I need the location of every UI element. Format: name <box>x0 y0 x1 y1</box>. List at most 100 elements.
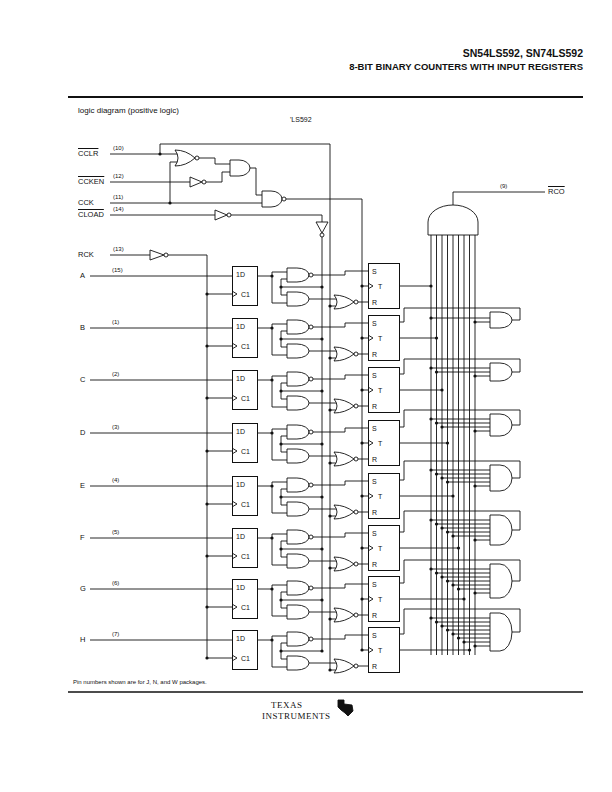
junction-dot <box>446 628 449 631</box>
junction-dot <box>435 370 438 373</box>
pin-label: T <box>378 596 382 603</box>
wire <box>309 612 338 613</box>
pin-label: C1 <box>241 395 250 402</box>
buffer <box>316 222 328 233</box>
wire <box>90 328 232 329</box>
wire <box>431 569 492 570</box>
junction-dot <box>360 648 363 651</box>
wire <box>448 630 493 631</box>
and-gate <box>287 632 309 646</box>
and-gate <box>490 414 512 436</box>
wire <box>258 276 272 277</box>
pin-label: C1 <box>241 291 250 298</box>
and-gate <box>490 363 512 381</box>
wire <box>313 375 368 379</box>
wire <box>207 658 232 659</box>
wire <box>400 548 459 549</box>
junction-dot <box>429 468 432 471</box>
junction-dot <box>320 442 323 445</box>
pin-label: T <box>378 545 382 552</box>
signal-name: CCLR <box>78 150 98 158</box>
junction-dot <box>279 285 282 288</box>
junction-dot <box>158 152 161 155</box>
pin-label: S <box>372 372 377 379</box>
wire <box>442 626 492 627</box>
wire <box>313 635 368 639</box>
pin-number: (13) <box>113 246 124 252</box>
pin-label: 1D <box>236 271 245 278</box>
and-gate <box>287 449 309 463</box>
pin-label: C1 <box>241 501 250 508</box>
pin-label: C1 <box>241 448 250 455</box>
junction-dot <box>279 337 282 340</box>
and-gate <box>287 344 309 358</box>
wire <box>281 600 322 601</box>
inversion-bubble <box>195 156 199 160</box>
wire <box>431 520 492 521</box>
wire <box>431 618 492 619</box>
wire <box>258 328 272 329</box>
junction-dot <box>320 649 323 652</box>
wire <box>309 299 338 300</box>
wire <box>309 509 338 510</box>
junction-dot <box>440 425 443 428</box>
pin-label: C1 <box>241 343 250 350</box>
gates <box>150 150 512 716</box>
wire <box>281 444 322 445</box>
wire <box>475 593 492 594</box>
and-gate <box>490 515 512 545</box>
junction-dot <box>435 472 438 475</box>
wire <box>458 235 459 655</box>
inverter <box>150 250 164 260</box>
wire <box>358 302 368 303</box>
junction-dot <box>435 620 438 623</box>
junction-dot <box>360 441 363 444</box>
pin-number: (6) <box>112 580 119 586</box>
nor-gate <box>334 608 354 622</box>
wire <box>475 540 492 541</box>
junction-dot <box>270 378 273 381</box>
junction-dot <box>205 396 208 399</box>
wire <box>475 646 492 647</box>
wire <box>431 235 432 655</box>
wire <box>168 255 207 658</box>
logo-text: TEXAS <box>271 701 303 710</box>
and-gate <box>287 656 309 670</box>
junction-dot <box>435 421 438 424</box>
wire <box>258 433 272 434</box>
junction-dot <box>270 587 273 590</box>
junction-dot <box>328 356 331 359</box>
signal-name: CCKEN <box>78 178 104 186</box>
wire <box>358 564 368 565</box>
wire <box>400 650 470 651</box>
junction-dot <box>320 337 323 340</box>
flip-flop-box: STR <box>368 525 400 571</box>
junction-dot <box>270 638 273 641</box>
wire <box>313 584 368 588</box>
register-box: 1DC1 <box>232 476 258 516</box>
junction-dot <box>440 388 443 391</box>
register-box: 1DC1 <box>232 630 258 670</box>
wire <box>437 474 493 475</box>
junction-dot <box>328 668 331 671</box>
junction-dot <box>279 442 282 445</box>
inversion-bubble <box>309 586 313 590</box>
pin-label: C1 <box>241 553 250 560</box>
pin-number: (1) <box>112 319 119 325</box>
wire <box>313 271 368 275</box>
wire <box>207 294 232 295</box>
inversion-bubble <box>354 300 358 304</box>
junction-dot <box>205 292 208 295</box>
pin-label: 1D <box>236 323 245 330</box>
wire <box>400 390 442 391</box>
wire <box>475 486 492 487</box>
inversion-bubble <box>354 404 358 408</box>
junction-dot <box>279 547 282 550</box>
wire <box>281 549 322 550</box>
wire <box>309 351 338 352</box>
nor-gate <box>334 347 354 361</box>
and-gate <box>287 581 309 595</box>
nor-gate <box>334 452 354 466</box>
wire <box>68 96 583 98</box>
